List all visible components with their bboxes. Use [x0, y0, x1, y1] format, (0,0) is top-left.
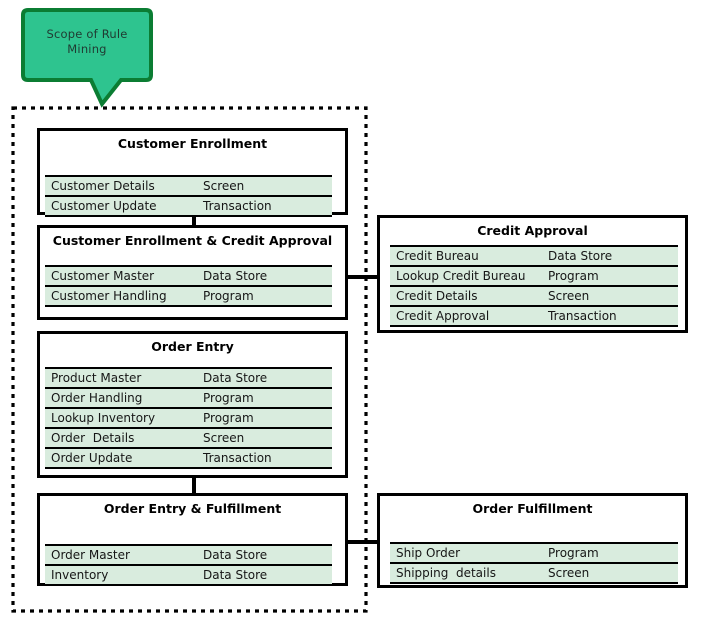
artifact-type: Transaction	[203, 199, 272, 213]
callout-label-line2: Mining	[67, 42, 107, 56]
artifact-table: Credit Bureau Data Store Lookup Credit B…	[390, 245, 678, 327]
artifact-type: Screen	[548, 289, 590, 303]
table-row: Ship Order Program	[390, 544, 678, 564]
artifact-name: Inventory	[51, 568, 109, 582]
table-row: Order Master Data Store	[45, 546, 332, 566]
artifact-table: Ship Order Program Shipping details Scre…	[390, 542, 678, 584]
artifact-name: Order Update	[51, 451, 133, 465]
scope-boundary	[11, 106, 368, 613]
scope-boundary-rect	[11, 106, 368, 613]
artifact-type: Screen	[548, 566, 590, 580]
artifact-name: Order Details	[51, 431, 135, 445]
table-row: Credit Approval Transaction	[390, 307, 678, 327]
table-row: Customer Handling Program	[45, 287, 332, 307]
table-row: Order Update Transaction	[45, 449, 332, 469]
artifact-name: Lookup Credit Bureau	[396, 269, 526, 283]
table-row: Order Handling Program	[45, 389, 332, 409]
callout-label: Scope of Rule Mining	[23, 27, 151, 57]
artifact-type: Data Store	[203, 548, 268, 562]
artifact-name: Ship Order	[396, 546, 461, 560]
artifact-table: Customer Details Screen Customer Update …	[45, 175, 332, 217]
box-title: Customer Enrollment	[117, 136, 268, 151]
artifact-name: Credit Bureau	[396, 249, 479, 263]
artifact-table: Product Master Data Store Order Handling…	[45, 367, 332, 469]
box-title: Order Fulfillment	[472, 501, 593, 516]
table-row: Product Master Data Store	[45, 369, 332, 389]
table-row: Credit Bureau Data Store	[390, 247, 678, 267]
connector-combined-to-order-fulfillment	[345, 540, 380, 544]
box-title: Credit Approval	[477, 223, 588, 238]
box-order-fulfillment: Order Fulfillment Ship Order Program Shi…	[377, 493, 688, 588]
connector-customer-enrollment-to-combined	[192, 211, 196, 229]
table-row: Shipping details Screen	[390, 564, 678, 584]
table-row: Credit Details Screen	[390, 287, 678, 307]
artifact-name: Product Master	[51, 371, 142, 385]
artifact-name: Customer Update	[51, 199, 157, 213]
artifact-name: Credit Approval	[396, 309, 490, 323]
table-row: Lookup Inventory Program	[45, 409, 332, 429]
artifact-type: Program	[548, 546, 599, 560]
artifact-name: Shipping details	[396, 566, 496, 580]
box-title: Order Entry	[151, 339, 234, 354]
callout-shape-icon	[21, 8, 153, 108]
artifact-type: Transaction	[548, 309, 617, 323]
artifact-type: Program	[203, 289, 254, 303]
artifact-type: Data Store	[203, 371, 268, 385]
box-customer-enrollment-credit-approval: Customer Enrollment & Credit Approval Cu…	[37, 225, 348, 320]
connector-order-entry-to-combined	[192, 477, 196, 496]
table-row: Inventory Data Store	[45, 566, 332, 586]
scope-callout-bubble	[21, 8, 153, 108]
connector-combined-to-credit-approval	[345, 275, 380, 279]
box-order-entry-fulfillment: Order Entry & Fulfillment Order Master D…	[37, 493, 348, 586]
artifact-name: Customer Details	[51, 179, 155, 193]
artifact-type: Data Store	[203, 568, 268, 582]
artifact-type: Transaction	[203, 451, 272, 465]
box-title: Order Entry & Fulfillment	[103, 501, 282, 516]
callout-label-line1: Scope of Rule	[46, 27, 128, 41]
artifact-type: Screen	[203, 179, 245, 193]
table-row: Lookup Credit Bureau Program	[390, 267, 678, 287]
artifact-type: Data Store	[203, 269, 268, 283]
artifact-table: Order Master Data Store Inventory Data S…	[45, 544, 332, 586]
artifact-name: Customer Handling	[51, 289, 167, 303]
artifact-type: Program	[203, 391, 254, 405]
artifact-type: Program	[203, 411, 254, 425]
box-title: Customer Enrollment & Credit Approval	[52, 233, 333, 248]
artifact-table: Customer Master Data Store Customer Hand…	[45, 265, 332, 307]
table-row: Customer Master Data Store	[45, 267, 332, 287]
artifact-type: Data Store	[548, 249, 613, 263]
artifact-name: Order Master	[51, 548, 130, 562]
artifact-type: Screen	[203, 431, 245, 445]
table-row: Customer Details Screen	[45, 177, 332, 197]
artifact-name: Lookup Inventory	[51, 411, 156, 425]
table-row: Order Details Screen	[45, 429, 332, 449]
artifact-type: Program	[548, 269, 599, 283]
box-credit-approval: Credit Approval Credit Bureau Data Store…	[377, 215, 688, 333]
box-customer-enrollment: Customer Enrollment Customer Details Scr…	[37, 128, 348, 217]
artifact-name: Order Handling	[51, 391, 143, 405]
table-row: Customer Update Transaction	[45, 197, 332, 217]
box-order-entry: Order Entry Product Master Data Store Or…	[37, 331, 348, 478]
artifact-name: Customer Master	[51, 269, 155, 283]
artifact-name: Credit Details	[396, 289, 478, 303]
